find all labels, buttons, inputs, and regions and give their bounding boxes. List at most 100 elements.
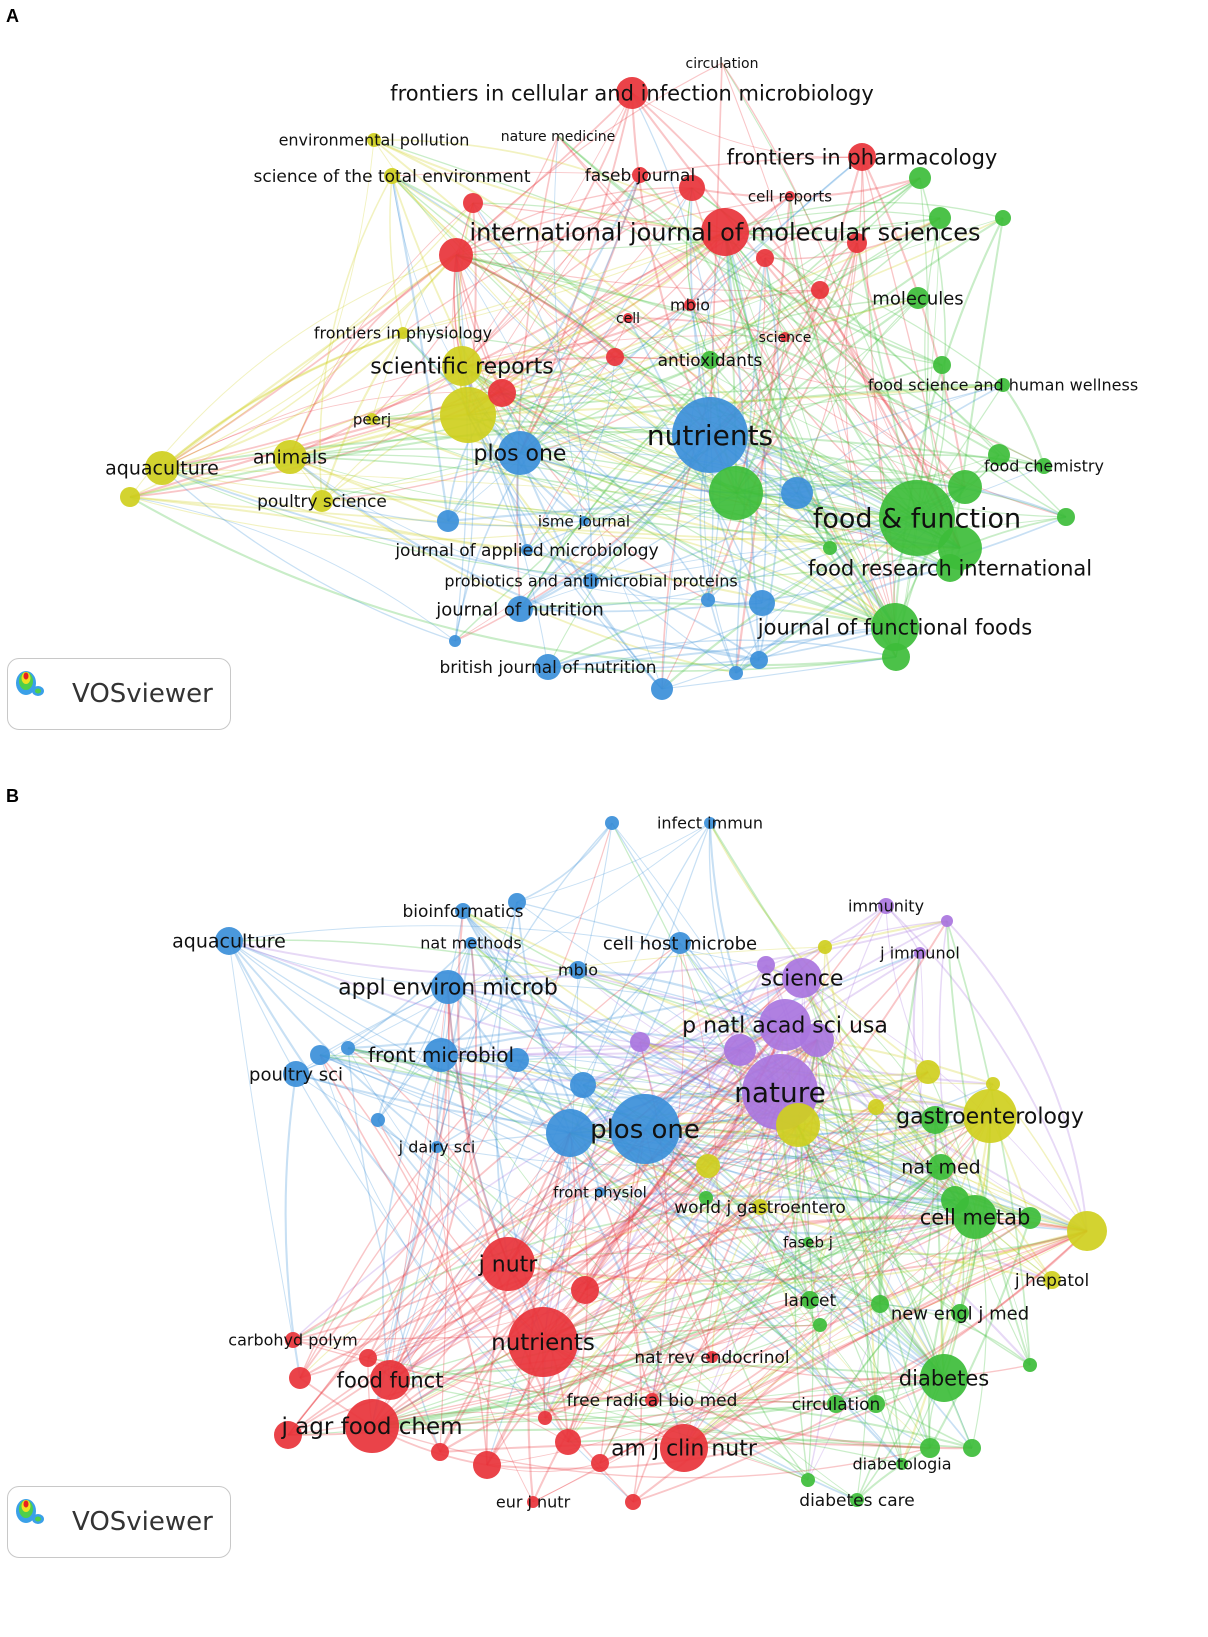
node-unlabeled[interactable]: [941, 915, 953, 927]
node-cell[interactable]: [623, 313, 633, 323]
network-map[interactable]: infect immunimmunitybioinformaticsaquacu…: [0, 780, 1208, 1637]
node-label[interactable]: appl environ microb: [338, 976, 558, 1001]
node-unlabeled[interactable]: [274, 1421, 302, 1449]
node-label[interactable]: eur j nutr: [496, 1493, 571, 1512]
node-aquaculture[interactable]: [145, 451, 179, 485]
node-label[interactable]: diabetologia: [852, 1455, 951, 1474]
node-label[interactable]: j immunol: [879, 944, 960, 963]
node-unlabeled[interactable]: [437, 510, 459, 532]
node-peerj[interactable]: [366, 413, 378, 425]
node-unlabeled[interactable]: [651, 678, 673, 700]
node-label[interactable]: j hepatol: [1014, 1271, 1089, 1291]
node-lancet[interactable]: [801, 1291, 819, 1309]
node-unlabeled[interactable]: [701, 593, 715, 607]
node-appl-environ-microb[interactable]: [431, 970, 465, 1004]
node-journal-of-applied-microbiology[interactable]: [521, 544, 533, 556]
node-front-physiol[interactable]: [595, 1187, 605, 1197]
node-unlabeled[interactable]: [916, 1060, 940, 1084]
node-unlabeled[interactable]: [1019, 1207, 1041, 1229]
node-label[interactable]: diabetes: [899, 1366, 989, 1390]
node-label[interactable]: scientific reports: [370, 355, 554, 380]
node-frontiers-in-physiology[interactable]: [397, 327, 409, 339]
node-food-funct[interactable]: [370, 1360, 410, 1400]
node-label[interactable]: molecules: [872, 288, 963, 309]
node-unlabeled[interactable]: [699, 1191, 713, 1205]
node-diabetes-care[interactable]: [850, 1493, 864, 1507]
node-food-chemistry[interactable]: [1036, 458, 1052, 474]
node-label[interactable]: frontiers in pharmacology: [727, 145, 998, 169]
node-label[interactable]: science of the total environment: [253, 167, 530, 187]
node-label[interactable]: nutrients: [491, 1330, 595, 1356]
node-unlabeled[interactable]: [591, 1454, 609, 1472]
node-label[interactable]: food science and human wellness: [868, 376, 1138, 395]
node-unlabeled[interactable]: [1023, 1358, 1037, 1372]
node-label[interactable]: bioinformatics: [402, 902, 523, 922]
node-unlabeled[interactable]: [867, 1395, 885, 1413]
node-unlabeled[interactable]: [439, 238, 473, 272]
node-unlabeled[interactable]: [630, 1032, 650, 1052]
node-unlabeled[interactable]: [440, 387, 496, 443]
node-frontiers-in-pharmacology[interactable]: [848, 143, 876, 171]
node-label[interactable]: nature: [734, 1076, 826, 1109]
node-label[interactable]: cell: [616, 311, 640, 327]
node-nutrients[interactable]: [508, 1307, 578, 1377]
node-label[interactable]: science: [761, 967, 844, 992]
node-label[interactable]: food & function: [813, 503, 1021, 534]
node-j-dairy-sci[interactable]: [431, 1141, 443, 1153]
node-label[interactable]: diabetes care: [799, 1491, 914, 1511]
node-unlabeled[interactable]: [800, 1023, 834, 1057]
node-label[interactable]: nutrients: [647, 419, 773, 452]
node-unlabeled[interactable]: [757, 956, 775, 974]
node-label[interactable]: journal of applied microbiology: [394, 541, 658, 561]
node-label[interactable]: carbohyd polym: [228, 1331, 357, 1350]
node-unlabeled[interactable]: [679, 175, 705, 201]
node-new-engl-j-med[interactable]: [951, 1304, 969, 1322]
node-immunity[interactable]: [878, 898, 894, 914]
node-unlabeled[interactable]: [625, 1494, 641, 1510]
node-unlabeled[interactable]: [963, 1439, 981, 1457]
node-label[interactable]: j nutr: [478, 1253, 539, 1278]
node-label[interactable]: front microbiol: [368, 1043, 514, 1067]
node-journal-of-functional-foods[interactable]: [871, 603, 919, 651]
node-j-agr-food-chem[interactable]: [345, 1399, 399, 1453]
node-unlabeled[interactable]: [801, 1473, 815, 1487]
node-unlabeled[interactable]: [988, 444, 1010, 466]
node-label[interactable]: international journal of molecular scien…: [470, 218, 981, 246]
node-label[interactable]: immunity: [848, 897, 924, 916]
node-label[interactable]: nature medicine: [501, 129, 615, 145]
node-unlabeled[interactable]: [1057, 508, 1075, 526]
node-unlabeled[interactable]: [868, 1099, 884, 1115]
node-plos-one[interactable]: [498, 431, 542, 475]
node-label[interactable]: food funct: [337, 1368, 444, 1392]
node-cell-host-microbe[interactable]: [669, 932, 691, 954]
node-unlabeled[interactable]: [1067, 1211, 1107, 1251]
node-j-immunol[interactable]: [914, 947, 926, 959]
node-plos-one[interactable]: [610, 1094, 680, 1164]
node-nat-rev-endocrinol[interactable]: [706, 1351, 718, 1363]
node-label[interactable]: cell host microbe: [603, 933, 757, 954]
node-aquaculture[interactable]: [215, 927, 243, 955]
node-j-hepatol[interactable]: [1043, 1271, 1061, 1289]
node-food-research-international[interactable]: [936, 554, 964, 582]
node-nat-med[interactable]: [928, 1154, 954, 1180]
node-label[interactable]: p natl acad sci usa: [682, 1014, 888, 1039]
node-unlabeled[interactable]: [508, 893, 526, 911]
node-unlabeled[interactable]: [995, 210, 1011, 226]
node-science[interactable]: [780, 332, 790, 342]
node-unlabeled[interactable]: [371, 1113, 385, 1127]
node-unlabeled[interactable]: [847, 233, 867, 253]
node-front-microbiol[interactable]: [424, 1038, 458, 1072]
node-unlabeled[interactable]: [823, 541, 837, 555]
node-unlabeled[interactable]: [986, 1077, 1000, 1091]
node-label[interactable]: probiotics and antimicrobial proteins: [444, 572, 737, 591]
node-infect-immun[interactable]: [704, 817, 716, 829]
node-world-j-gastroentero[interactable]: [752, 1199, 768, 1215]
node-label[interactable]: journal of functional foods: [757, 615, 1032, 639]
node-unlabeled[interactable]: [463, 193, 483, 213]
node-unlabeled[interactable]: [505, 1048, 529, 1072]
node-unlabeled[interactable]: [871, 1295, 889, 1313]
node-poultry-sci[interactable]: [283, 1061, 309, 1087]
node-label[interactable]: antioxidants: [658, 351, 763, 371]
node-label[interactable]: journal of nutrition: [435, 599, 604, 620]
node-j-nutr[interactable]: [481, 1237, 535, 1291]
